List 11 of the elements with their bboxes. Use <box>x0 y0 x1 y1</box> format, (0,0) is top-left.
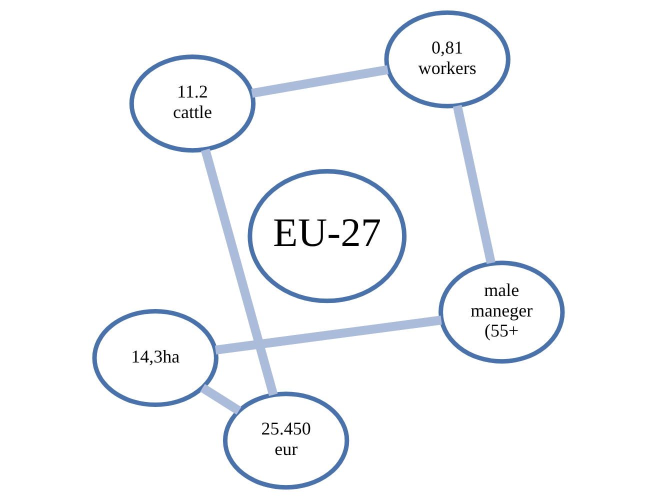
connector <box>452 104 496 264</box>
node-ellipse: 0,81 workers <box>384 10 510 108</box>
node-ellipse: 11.2 cattle <box>129 54 256 153</box>
node-ellipse: 25.450 eur <box>222 392 350 490</box>
node-ellipse: 14,3ha <box>92 309 218 408</box>
connector <box>200 384 242 415</box>
connector <box>200 148 278 396</box>
node-ellipse: EU-27 <box>248 169 407 304</box>
connector <box>214 316 442 354</box>
connector <box>251 65 389 98</box>
node-ellipse: male maneger (55+ <box>438 260 565 364</box>
